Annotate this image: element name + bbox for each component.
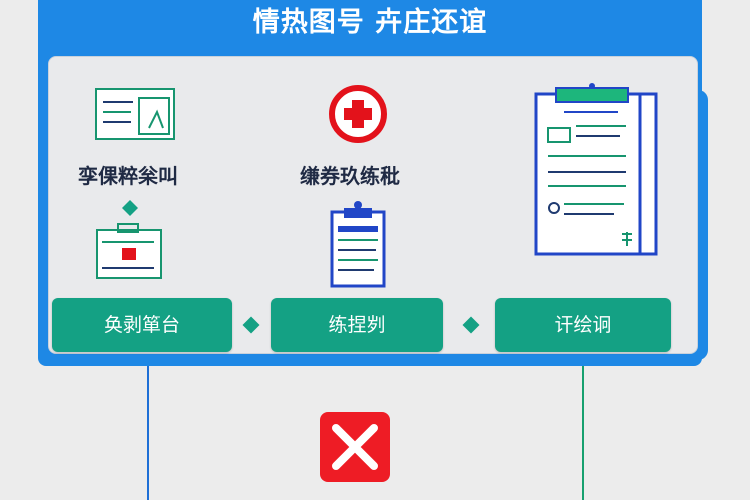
id-card-icon <box>96 223 162 279</box>
clipboard-icon <box>330 201 386 288</box>
step-button-3[interactable]: 讦绘诇 <box>495 298 671 352</box>
page-title: 情热图号 卉庄还谊 <box>252 7 488 38</box>
connector-line-green <box>582 366 584 500</box>
close-button[interactable] <box>320 412 390 482</box>
close-icon <box>332 424 378 470</box>
document-icon <box>95 88 175 140</box>
report-clipboard-icon <box>534 83 658 256</box>
medical-cross-icon <box>329 85 387 143</box>
connector-line-blue <box>147 366 149 500</box>
step-label-medical: 缣券玖练秕 <box>300 164 400 188</box>
step-label-records: 孪倮粹枀叫 <box>78 164 178 188</box>
arrow-up-icon <box>122 200 138 216</box>
step-button-1[interactable]: 奂剥箪台 <box>52 298 232 352</box>
step-button-2[interactable]: 练捏刿 <box>271 298 443 352</box>
